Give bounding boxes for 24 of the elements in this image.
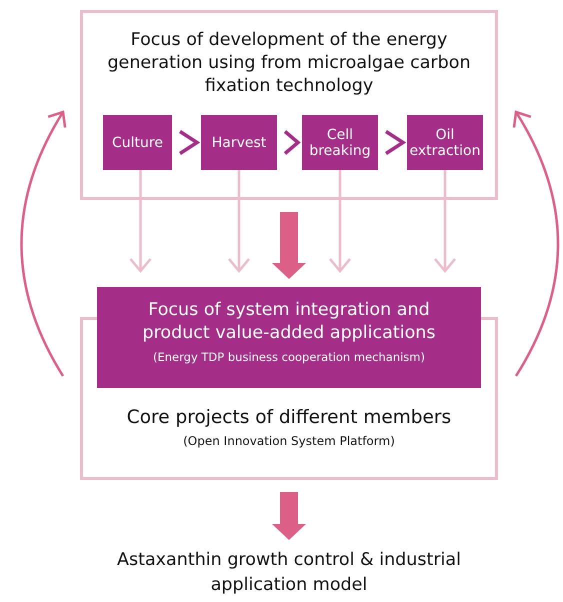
curved-arrow <box>512 110 560 377</box>
arrow <box>328 170 352 272</box>
section-title: Focus of development of the energy generation using from microalgae carbon fixation technology <box>106 29 472 98</box>
curved-arrow <box>20 110 67 377</box>
block-arrow <box>272 492 306 540</box>
chevron-arrow <box>385 130 406 155</box>
section-subtitle: (Open Innovation System Platform) <box>182 434 396 448</box>
process-step: Cell breaking <box>302 115 378 170</box>
focus-band <box>97 287 481 388</box>
process-step: Harvest <box>201 115 277 170</box>
section-box <box>80 10 498 200</box>
chevron-arrow <box>284 130 301 155</box>
arrow <box>228 170 250 272</box>
arrow <box>434 170 456 272</box>
process-step: Oil extraction <box>407 115 483 170</box>
result-text: Astaxanthin growth control & industrial application model <box>100 548 478 598</box>
band-title: Focus of system integration and product value-added applications <box>141 299 436 345</box>
arrow <box>129 170 152 272</box>
section-box <box>80 388 498 480</box>
process-step: Culture <box>103 115 172 170</box>
block-arrow <box>272 212 306 279</box>
band-subtitle: (Energy TDP business cooperation mechanism) <box>152 350 426 364</box>
section-title: Core projects of different members <box>126 406 452 430</box>
chevron-arrow <box>179 130 200 155</box>
